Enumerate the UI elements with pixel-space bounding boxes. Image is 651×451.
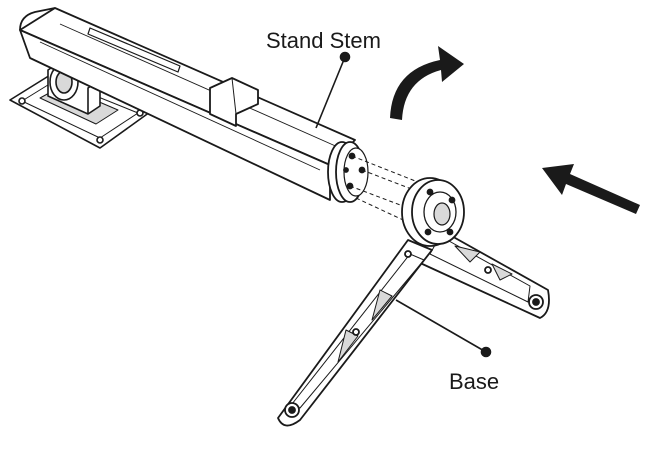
stand-stem (19, 7, 369, 203)
base-leader (395, 299, 492, 358)
curved-arrow-icon (390, 46, 464, 120)
stand-stem-label: Stand Stem (266, 28, 381, 53)
stem-leader (315, 51, 351, 129)
base (277, 177, 550, 427)
straight-arrow-icon (542, 164, 640, 214)
base-label: Base (449, 369, 500, 394)
